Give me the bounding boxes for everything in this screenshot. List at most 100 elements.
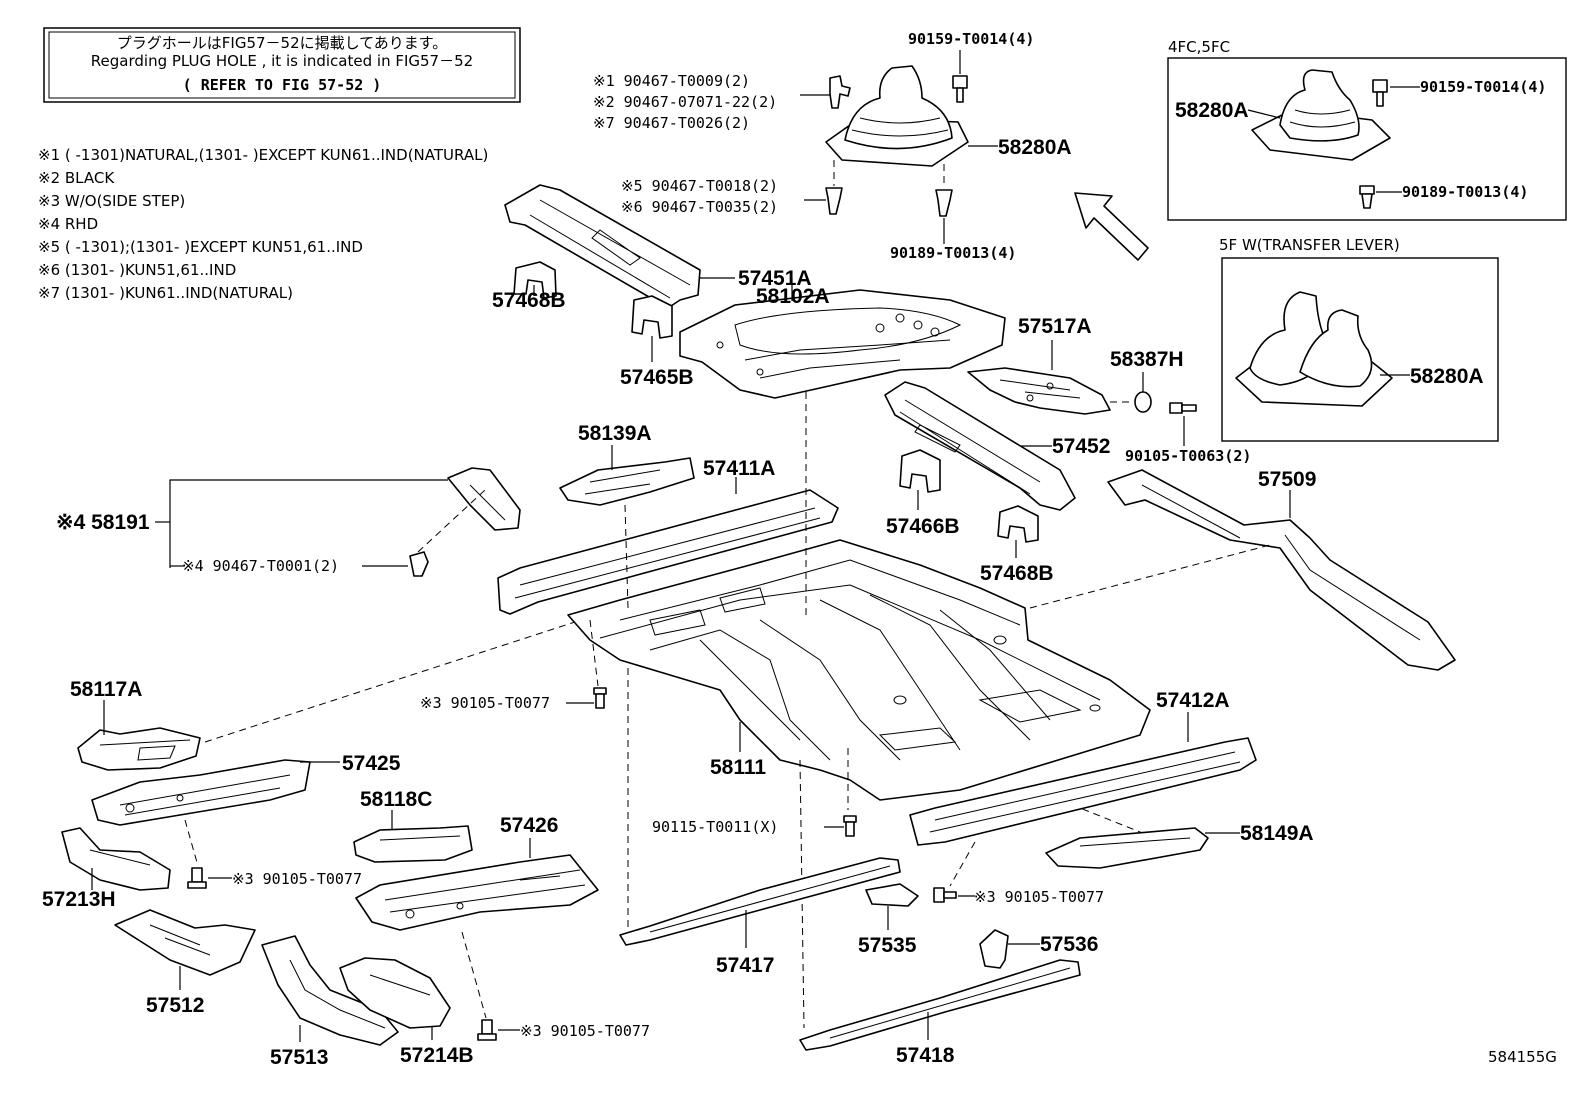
part-58102A: 58102A: [679, 278, 1006, 399]
label-90467-6[interactable]: ※6 90467-T0035(2): [621, 198, 778, 216]
label-57451A[interactable]: 57451A: [738, 267, 812, 290]
part-57417: 57417: [619, 857, 901, 977]
label-58139A[interactable]: 58139A: [578, 422, 652, 445]
part-57418: 57418: [799, 959, 1081, 1067]
label-58118C[interactable]: 58118C: [360, 788, 432, 811]
label-57509[interactable]: 57509: [1258, 468, 1316, 491]
part-57466B: 57466B: [886, 449, 960, 538]
part-57517A: 57517A: [967, 315, 1111, 415]
label-90467-5[interactable]: ※5 90467-T0018(2): [621, 177, 778, 195]
bolt-90115: 90115-T0011(X): [652, 815, 857, 837]
label-57452[interactable]: 57452: [1052, 435, 1110, 458]
part-57214B: 57214B: [339, 957, 474, 1067]
part-57536: 57536: [979, 929, 1098, 969]
inset-4fc-90189[interactable]: 90189-T0013(4): [1402, 183, 1528, 201]
bolt-90105-d: ※3 90105-T0077: [461, 931, 650, 1041]
label-57417[interactable]: 57417: [716, 954, 774, 977]
inset-5f-title: 5F W(TRANSFER LEVER): [1219, 236, 1400, 254]
label-57536[interactable]: 57536: [1040, 933, 1098, 956]
label-57513[interactable]: 57513: [270, 1046, 328, 1069]
part-57512: 57512: [114, 909, 256, 1017]
label-90115[interactable]: 90115-T0011(X): [652, 818, 778, 836]
part-57468B-top: 57468B: [492, 261, 566, 312]
label-57512[interactable]: 57512: [146, 994, 204, 1017]
part-57411A: 57411A: [497, 457, 839, 615]
note-7: ※7 (1301- )KUN61..IND(NATURAL): [38, 284, 293, 302]
inset-5f-58280A[interactable]: 58280A: [1410, 365, 1484, 388]
part-58139A: 58139A: [559, 422, 695, 506]
direction-arrow: [1074, 192, 1149, 261]
part-57426: 57426: [355, 814, 599, 931]
part-58191: ※4 58191 ※4 90467-T0001(2): [56, 467, 521, 577]
label-90189[interactable]: 90189-T0013(4): [890, 244, 1016, 262]
label-90105-d[interactable]: ※3 90105-T0077: [520, 1022, 650, 1040]
header-line-english: Regarding PLUG HOLE , it is indicated in…: [91, 52, 473, 70]
part-57425: 57425: [91, 752, 401, 826]
label-58280A[interactable]: 58280A: [998, 136, 1072, 159]
note-4: ※4 RHD: [38, 215, 98, 233]
bolt-icon: [1169, 402, 1197, 414]
bolt-90105-a: ※3 90105-T0077: [420, 619, 607, 712]
part-58118C: 58118C: [353, 788, 473, 863]
shift-boot-group: 90159-T0014(4) ※1 90467-T0009(2) ※2 9046…: [593, 30, 1072, 262]
header-reference-box: プラグホールはFIG57－52に掲載してあります。 Regarding PLUG…: [43, 27, 521, 103]
label-90105-T0063[interactable]: 90105-T0063(2): [1125, 447, 1251, 465]
bolt-90105-b: ※3 90105-T0077: [933, 841, 1104, 906]
part-58149A: 58149A: [1045, 822, 1314, 869]
part-57513: 57513: [261, 935, 399, 1069]
label-57418[interactable]: 57418: [896, 1044, 955, 1067]
part-57468B-mid: 57468B: [980, 505, 1054, 585]
label-58191[interactable]: ※4 58191: [56, 511, 150, 534]
label-58117A[interactable]: 58117A: [70, 678, 142, 701]
label-57466B[interactable]: 57466B: [886, 515, 960, 538]
label-90467-7[interactable]: ※7 90467-T0026(2): [593, 114, 750, 132]
label-58111[interactable]: 58111: [710, 756, 766, 779]
label-57465B[interactable]: 57465B: [620, 366, 694, 389]
label-57426[interactable]: 57426: [500, 814, 558, 837]
label-90105-a[interactable]: ※3 90105-T0077: [420, 694, 550, 712]
label-57213H[interactable]: 57213H: [42, 888, 116, 911]
inset-4fc-58280A[interactable]: 58280A: [1175, 99, 1249, 122]
inset-4fc-90159[interactable]: 90159-T0014(4): [1420, 78, 1546, 96]
part-57535: 57535: [858, 883, 919, 957]
label-57412A[interactable]: 57412A: [1156, 689, 1230, 712]
note-1: ※1 ( -1301)NATURAL,(1301- )EXCEPT KUN61.…: [38, 146, 488, 164]
part-58111: 58111: [567, 539, 1151, 801]
note-5: ※5 ( -1301);(1301- )EXCEPT KUN51,61..IND: [38, 238, 363, 256]
bolt-icon: [1372, 79, 1388, 107]
note-3: ※3 W/O(SIDE STEP): [38, 192, 185, 210]
label-58149A[interactable]: 58149A: [1240, 822, 1314, 845]
label-58387H[interactable]: 58387H: [1110, 348, 1184, 371]
label-57535[interactable]: 57535: [858, 934, 917, 957]
notes-list: ※1 ( -1301)NATURAL,(1301- )EXCEPT KUN61.…: [38, 146, 488, 302]
inset-4fc-5fc: 4FC,5FC 58280A 90159-T0014(4) 90189-T001…: [1167, 38, 1567, 221]
label-58102A[interactable]: 58102A: [756, 285, 830, 308]
label-90467-2[interactable]: ※2 90467-07071-22(2): [593, 93, 777, 111]
part-58117A: 58117A: [70, 678, 201, 771]
part-57465B: 57465B: [620, 295, 694, 389]
header-line-japanese: プラグホールはFIG57－52に掲載してあります。: [117, 34, 447, 52]
label-57468B-mid[interactable]: 57468B: [980, 562, 1054, 585]
part-57412A: 57412A: [909, 689, 1257, 846]
bolt-90105-c: ※3 90105-T0077: [184, 819, 362, 889]
label-57425[interactable]: 57425: [342, 752, 401, 775]
label-57411A[interactable]: 57411A: [703, 457, 775, 480]
part-57213H: 57213H: [42, 827, 171, 911]
label-90105-b[interactable]: ※3 90105-T0077: [974, 888, 1104, 906]
label-57214B[interactable]: 57214B: [400, 1044, 474, 1067]
label-57517A[interactable]: 57517A: [1018, 315, 1092, 338]
header-line-refer[interactable]: ( REFER TO FIG 57-52 ): [183, 76, 382, 94]
inset-4fc-title: 4FC,5FC: [1168, 38, 1230, 56]
part-57452: 57452: [884, 381, 1110, 511]
part-57509: 57509: [1107, 468, 1456, 671]
label-57468B-top[interactable]: 57468B: [492, 289, 566, 312]
label-90467-1[interactable]: ※1 90467-T0009(2): [593, 72, 750, 90]
clip-icon: [1359, 185, 1375, 209]
label-90467-T0001[interactable]: ※4 90467-T0001(2): [182, 557, 339, 575]
label-90159-top[interactable]: 90159-T0014(4): [908, 30, 1034, 48]
part-57451A: 57451A: [504, 184, 812, 309]
label-90105-c[interactable]: ※3 90105-T0077: [232, 870, 362, 888]
part-58387H: 58387H 90105-T0063(2): [1110, 348, 1251, 465]
note-2: ※2 BLACK: [38, 169, 115, 187]
